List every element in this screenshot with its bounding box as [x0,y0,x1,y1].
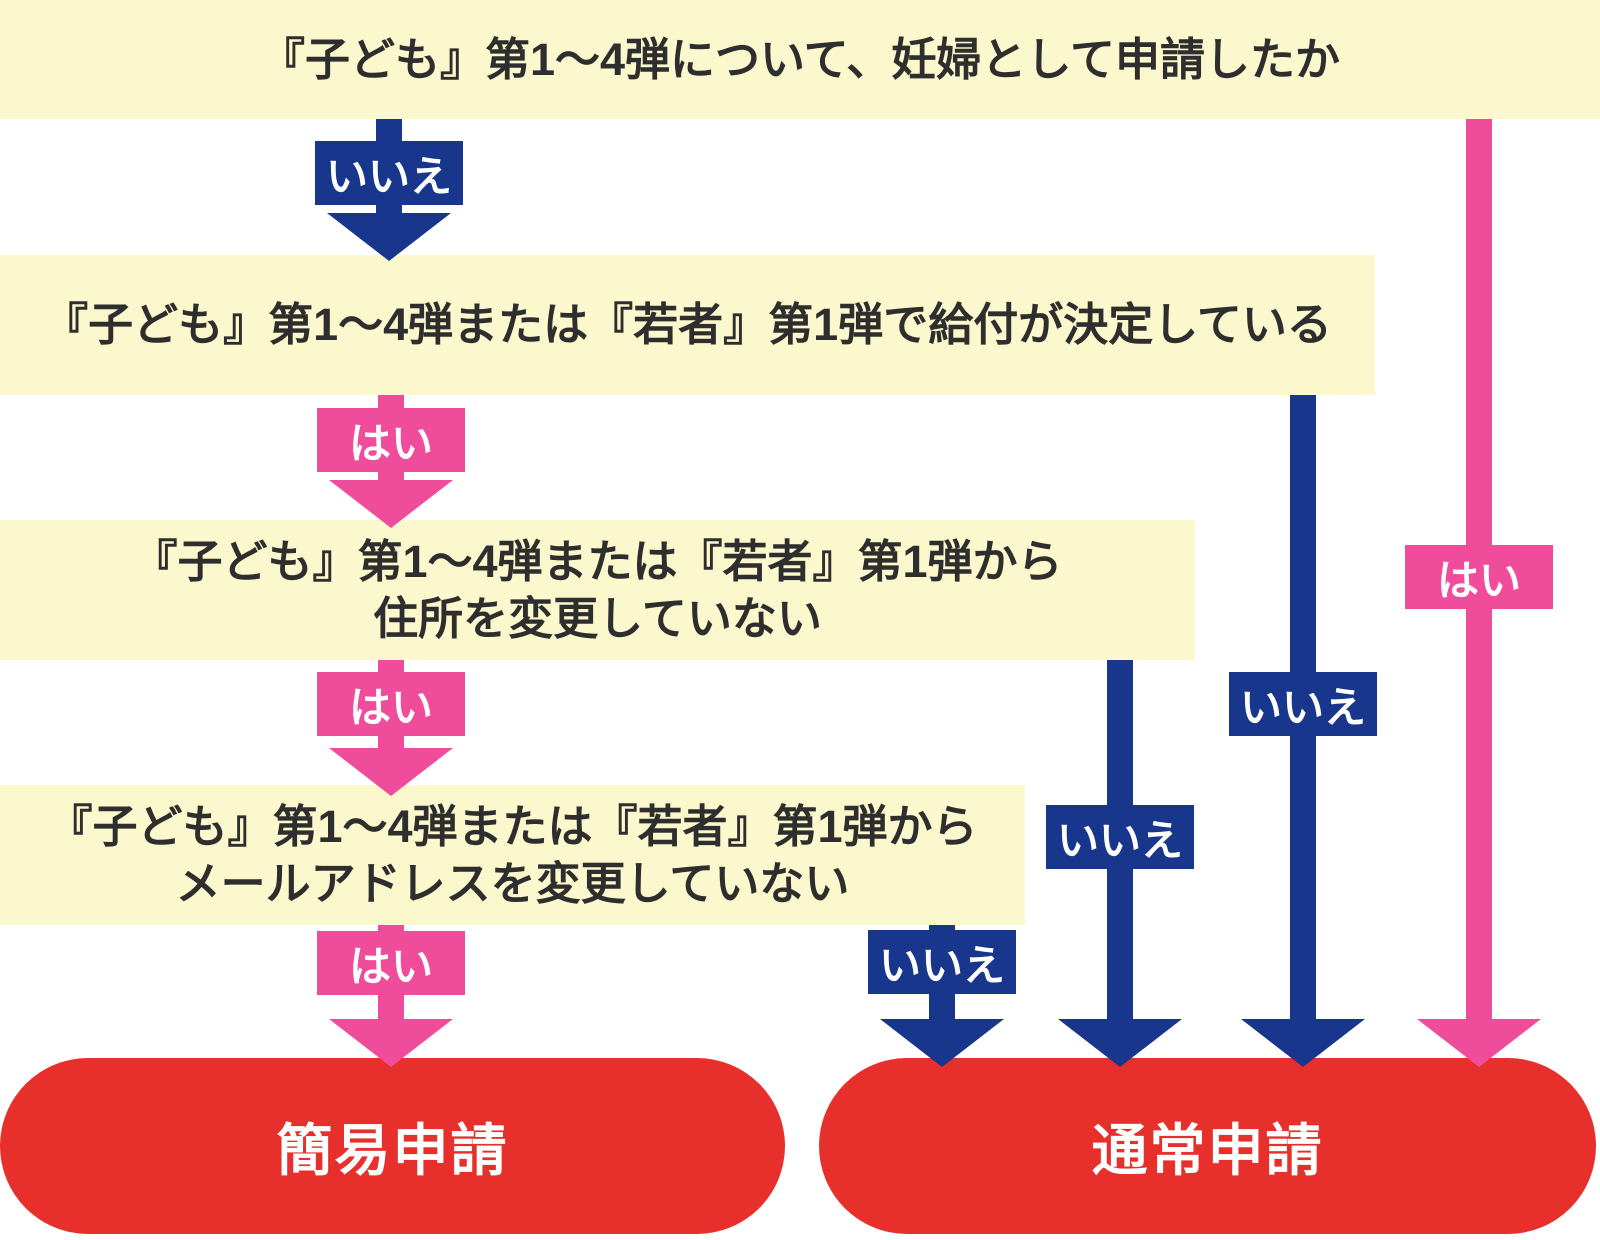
yes-arrow-q2-stem-bottom [378,472,404,482]
arrow-down-icon [327,213,451,261]
question-banner-4: 『子ども』第1〜4弾または『若者』第1弾から メールアドレスを変更していない [0,785,1025,925]
question-text-4-line1: 『子ども』第1〜4弾または『若者』第1弾から [47,800,978,852]
yes-label-q4: はい [317,931,465,995]
yes-arrow-q4-stem-top [378,925,404,933]
yes-label-q1: はい [1405,545,1553,609]
no-label-q4: いいえ [868,930,1016,994]
yes-label-q3: はい [317,672,465,736]
arrow-down-icon [1417,1019,1541,1067]
question-banner-3: 『子ども』第1〜4弾または『若者』第1弾から 住所を変更していない [0,520,1195,660]
no-label-q1: いいえ [315,141,463,205]
no-label-q3: いいえ [1046,805,1194,869]
arrow-down-icon [1241,1019,1365,1067]
result-text-simple: 簡易申請 [276,1118,509,1182]
yes-arrow-q3-stem-top [378,660,404,674]
question-text-3-line1: 『子ども』第1〜4弾または『若者』第1弾から [132,535,1063,587]
arrow-down-icon [329,748,453,796]
yes-arrow-q4-stem-bottom [378,995,404,1019]
no-label-q2: いいえ [1229,672,1377,736]
arrow-down-icon [880,1019,1004,1067]
arrow-down-icon [1058,1019,1182,1067]
yes-arrow-q3-stem-bottom [378,736,404,750]
result-box-normal-application: 通常申請 [819,1058,1596,1234]
yes-arrow-q2-stem-top [378,395,404,410]
question-banner-1: 『子ども』第1〜4弾について、妊婦として申請したか [0,0,1600,119]
arrow-down-icon [329,1019,453,1067]
yes-label-q2: はい [317,408,465,472]
result-text-normal: 通常申請 [1091,1118,1324,1182]
question-text-3-line2: 住所を変更していない [373,593,822,644]
question-text-4-line2: メールアドレスを変更していない [175,858,850,909]
arrow-down-icon [329,480,453,528]
no-arrow-q1-stem-bottom [376,205,402,215]
question-text-2: 『子ども』第1〜4弾または『若者』第1弾で給付が決定している [43,299,1332,351]
result-box-simple-application: 簡易申請 [0,1058,785,1234]
question-banner-2: 『子ども』第1〜4弾または『若者』第1弾で給付が決定している [0,255,1375,395]
question-text-1: 『子ども』第1〜4弾について、妊婦として申請したか [259,33,1341,85]
